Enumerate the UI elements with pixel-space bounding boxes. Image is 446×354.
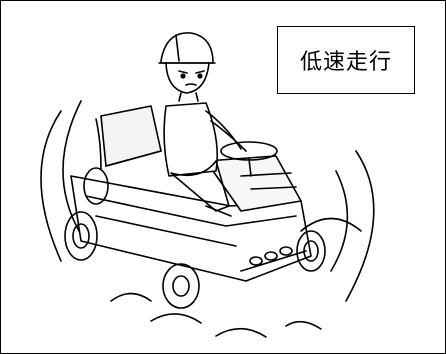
- caption-box: 低速走行: [277, 26, 415, 94]
- ground-lines: [110, 217, 362, 338]
- wheels: [64, 167, 326, 309]
- mower-deck: [70, 175, 312, 282]
- steering-wheel: [220, 141, 278, 177]
- engine-housing: [95, 105, 162, 170]
- motion-lines: [40, 100, 375, 302]
- operator: [158, 32, 247, 217]
- front-hood: [205, 155, 302, 212]
- caption-text: 低速走行: [299, 50, 392, 75]
